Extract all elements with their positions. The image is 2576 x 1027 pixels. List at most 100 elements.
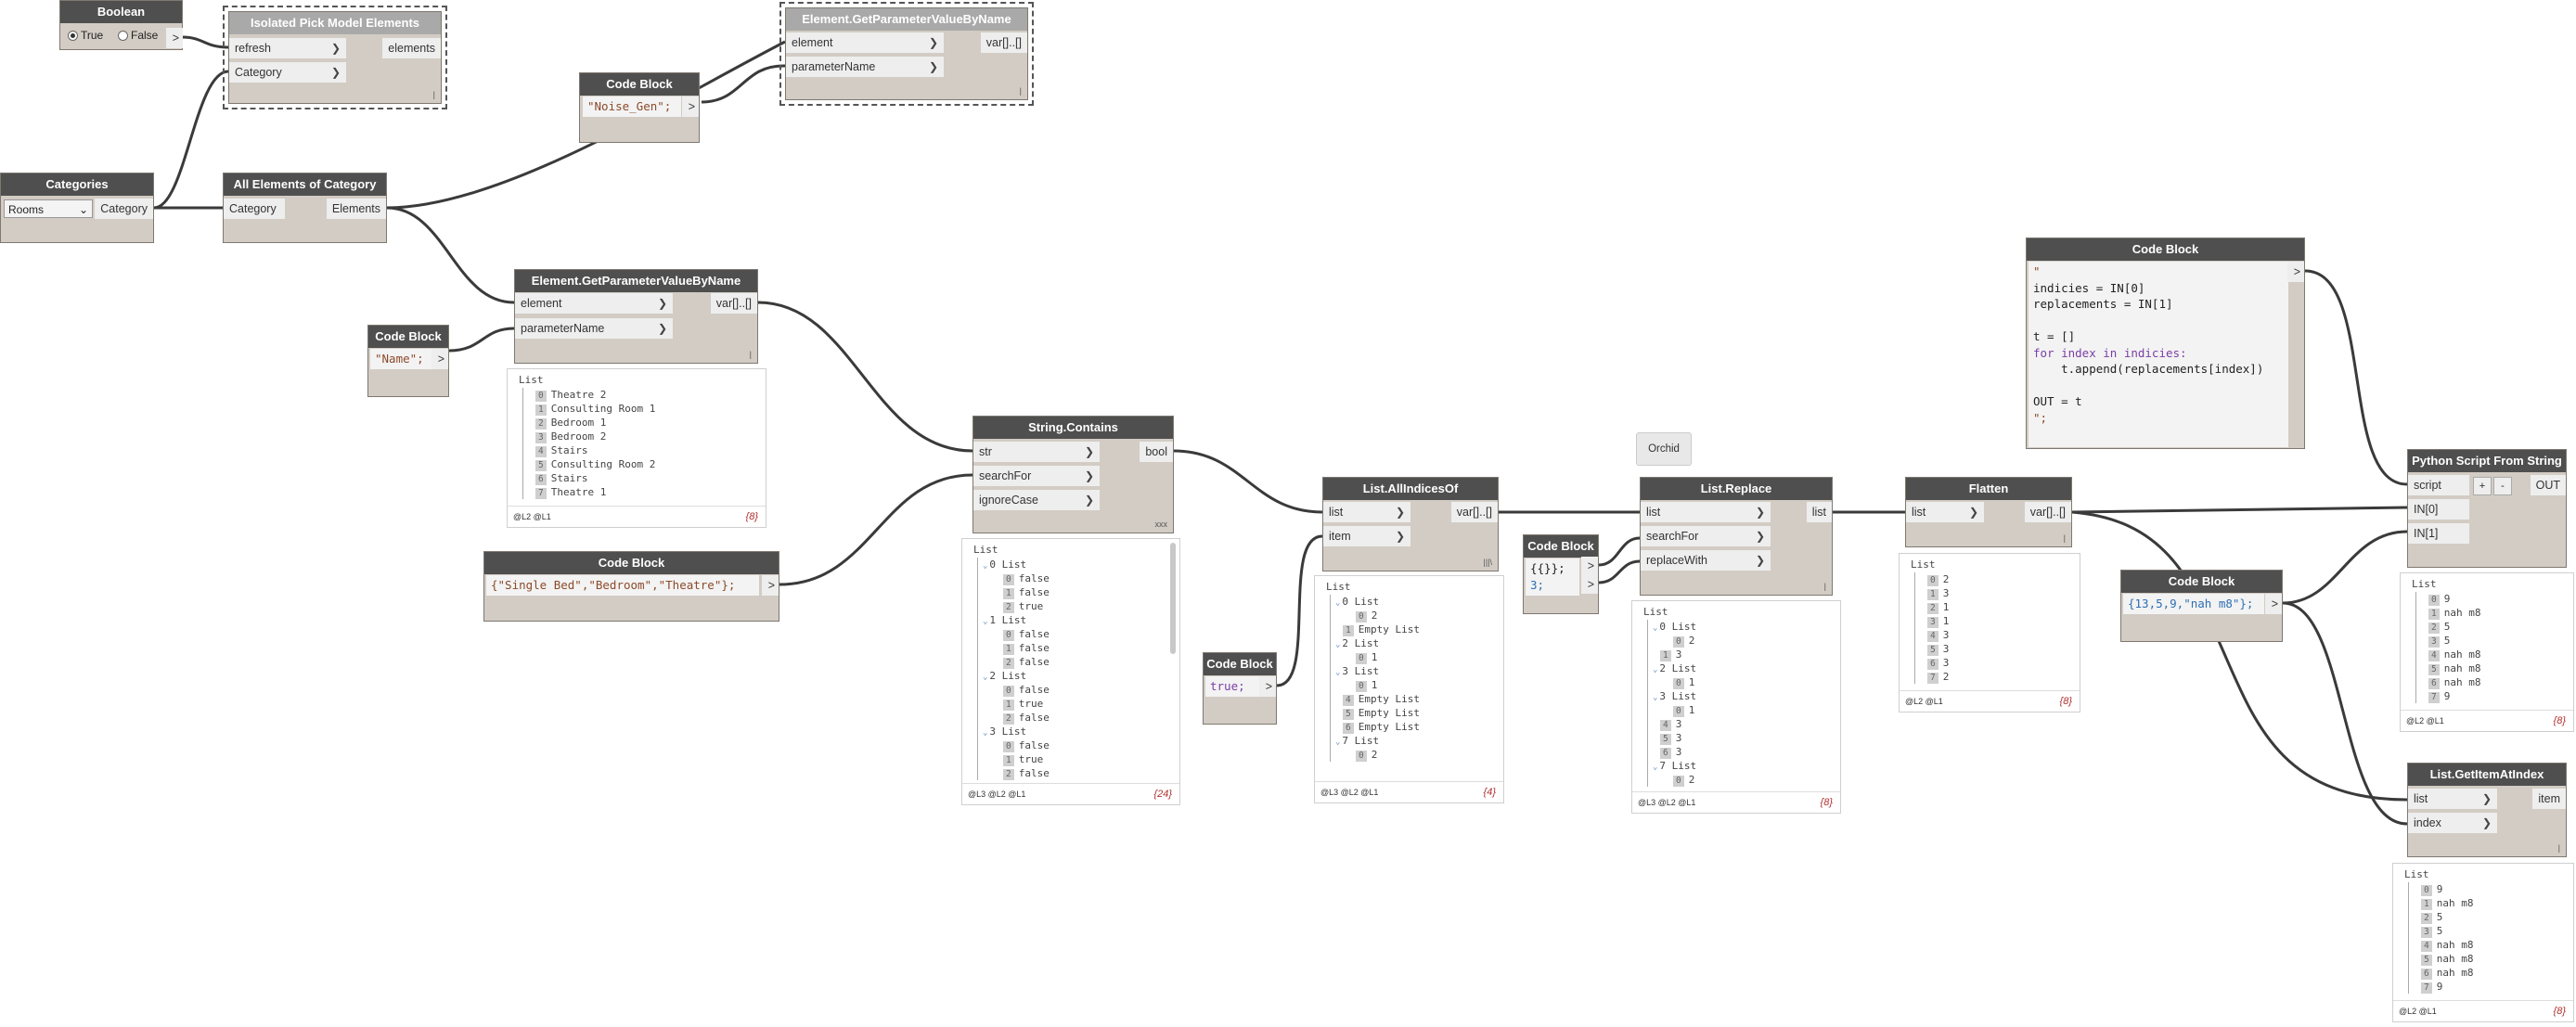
code-editor[interactable]: {"Single Bed","Bedroom","Theatre"}; — [486, 575, 759, 596]
input-list[interactable]: list❯ — [1323, 502, 1410, 522]
collapse-caret-icon: ⌄ — [983, 728, 988, 738]
input-in0[interactable]: IN[0] — [2408, 499, 2469, 520]
input-item[interactable]: item❯ — [1323, 526, 1410, 546]
radio-off-icon[interactable] — [118, 31, 128, 42]
node-title: Code Block — [1204, 653, 1276, 675]
input-category[interactable]: Category❯ — [229, 62, 346, 83]
code-block-noise-gen[interactable]: Code Block "Noise_Gen"; > — [579, 72, 700, 143]
true-option[interactable]: True — [68, 29, 103, 42]
code-editor[interactable]: " indicies = IN[0] replacements = IN[1] … — [2029, 262, 2288, 447]
remove-input-button[interactable]: - — [2493, 477, 2512, 495]
flatten-node[interactable]: Flatten list❯ var[]..[] | — [1905, 477, 2072, 547]
output-bool[interactable]: bool — [1140, 442, 1173, 462]
output-port[interactable]: > — [431, 349, 448, 369]
output-port-1[interactable]: > — [1581, 557, 1598, 575]
input-list[interactable]: list❯ — [1906, 502, 1984, 522]
item-index: 0 — [2428, 595, 2440, 606]
category-dropdown[interactable]: Rooms⌄ — [4, 199, 93, 218]
input-parametername[interactable]: parameterName❯ — [786, 57, 944, 77]
collapse-caret-icon: ⌄ — [1653, 693, 1658, 702]
false-option[interactable]: False — [118, 29, 158, 42]
output-port-2[interactable]: > — [1581, 575, 1598, 594]
input-parametername[interactable]: parameterName❯ — [515, 318, 673, 339]
output-elements[interactable]: Elements — [326, 199, 386, 219]
code-block-python-script[interactable]: Code Block " indicies = IN[0] replacemen… — [2026, 237, 2305, 449]
output-item[interactable]: item — [2532, 789, 2566, 809]
code-editor[interactable]: "Noise_Gen"; — [583, 96, 681, 117]
add-input-button[interactable]: + — [2473, 477, 2492, 495]
input-searchfor[interactable]: searchFor❯ — [1641, 526, 1771, 546]
sublist-label: 0 List — [989, 558, 1027, 571]
output-var[interactable]: var[]..[] — [980, 32, 1027, 53]
output-out[interactable]: OUT — [2530, 475, 2566, 495]
string-contains-node[interactable]: String.Contains str❯ searchFor❯ ignoreCa… — [972, 416, 1174, 533]
sublist-header: ⌄3 List — [1335, 664, 1379, 678]
code-block-name[interactable]: Code Block "Name"; > — [367, 325, 449, 397]
input-ignorecase[interactable]: ignoreCase❯ — [973, 490, 1100, 510]
output-list[interactable]: list — [1806, 502, 1832, 522]
input-str[interactable]: str❯ — [973, 442, 1100, 462]
isolated-pick-node[interactable]: Isolated Pick Model Elements refresh❯ Ca… — [223, 6, 447, 109]
item-index: 1 — [1927, 589, 1938, 600]
python-script-from-string-node[interactable]: Python Script From String script IN[0] I… — [2407, 449, 2567, 568]
item-value: Stairs — [550, 472, 588, 484]
output-port[interactable]: > — [1259, 676, 1276, 697]
input-replacewith[interactable]: replaceWith❯ — [1641, 550, 1771, 571]
scrollbar-thumb[interactable] — [1170, 543, 1176, 654]
code-editor[interactable]: {{}}; 3; — [1526, 558, 1579, 596]
code-editor[interactable]: "Name"; — [370, 349, 431, 369]
item-value: 5 — [2436, 925, 2443, 937]
input-searchfor[interactable]: searchFor❯ — [973, 466, 1100, 486]
all-elements-node[interactable]: All Elements of Category Category Elemen… — [223, 173, 387, 243]
output-category[interactable]: Category — [95, 199, 153, 219]
output-var[interactable]: var[]..[] — [2024, 502, 2071, 522]
tree-guide-line — [1647, 620, 1648, 787]
code-block-true[interactable]: Code Block true; > — [1203, 652, 1277, 725]
output-elements[interactable]: elements — [382, 38, 441, 58]
boolean-node[interactable]: Boolean True False > — [59, 0, 183, 50]
item-index: 0 — [1356, 751, 1367, 762]
input-in1[interactable]: IN[1] — [2408, 523, 2469, 544]
output-port[interactable]: > — [762, 575, 779, 596]
input-element[interactable]: element❯ — [786, 32, 944, 53]
output-var[interactable]: var[]..[] — [710, 293, 757, 314]
input-category[interactable]: Category — [224, 199, 285, 219]
code-editor[interactable]: true; — [1205, 676, 1259, 697]
categories-node[interactable]: Categories Rooms⌄ Category — [0, 173, 154, 243]
output-port[interactable]: > — [166, 28, 183, 48]
output-port[interactable]: > — [682, 96, 699, 117]
list-replace-node[interactable]: List.Replace list❯ searchFor❯ replaceWit… — [1640, 477, 1833, 596]
output-port[interactable]: > — [2265, 594, 2282, 614]
list-get-item-at-index-node[interactable]: List.GetItemAtIndex list❯ index❯ item | — [2407, 763, 2567, 857]
input-refresh[interactable]: refresh❯ — [229, 38, 346, 58]
wire-empty-searchfor — [1598, 536, 1641, 567]
get-parameter-value-node-top[interactable]: Element.GetParameterValueByName element❯… — [779, 2, 1034, 106]
input-list[interactable]: list❯ — [1641, 502, 1771, 522]
input-script[interactable]: script — [2408, 475, 2469, 495]
item-index: 0 — [1673, 706, 1684, 717]
code-block-replacement-values[interactable]: Code Block {13,5,9,"nah m8"}; > — [2120, 570, 2283, 642]
chevron-right-icon: ❯ — [1755, 554, 1765, 567]
code-block-search-terms[interactable]: Code Block {"Single Bed","Bedroom","Thea… — [483, 551, 779, 622]
output-var[interactable]: var[]..[] — [1450, 502, 1498, 522]
code-editor[interactable]: {13,5,9,"nah m8"}; — [2123, 594, 2264, 614]
input-list[interactable]: list❯ — [2408, 789, 2497, 809]
output-port[interactable]: > — [2287, 262, 2304, 282]
radio-on-icon[interactable] — [68, 31, 78, 42]
list-all-indices-of-node[interactable]: List.AllIndicesOf list❯ item❯ var[]..[] … — [1322, 477, 1499, 571]
input-index[interactable]: index❯ — [2408, 813, 2497, 833]
sublist-label: 7 List — [1659, 760, 1697, 772]
get-parameter-value-node[interactable]: Element.GetParameterValueByName element❯… — [514, 269, 758, 364]
code-block-empty-and-three[interactable]: Code Block {{}}; 3; > > — [1523, 534, 1599, 614]
input-element[interactable]: element❯ — [515, 293, 673, 314]
